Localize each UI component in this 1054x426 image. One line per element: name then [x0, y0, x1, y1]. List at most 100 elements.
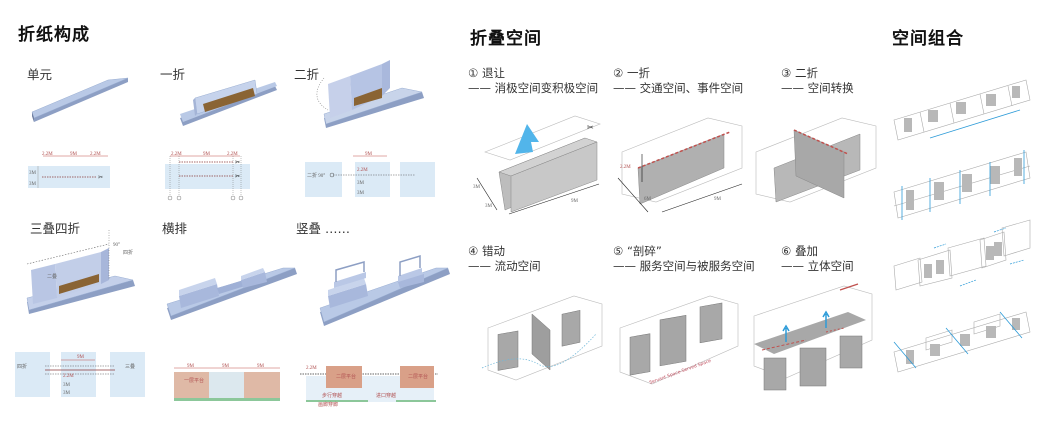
plan-two-fold: 9M 二折 90° 2.2M 3M 3M — [305, 152, 435, 197]
fold-label: 叠加 — [794, 244, 818, 258]
fold-diagram-one-fold: 2.2M 6M 9M — [617, 117, 743, 213]
arrow-up-icon — [782, 324, 790, 342]
note: 一层平台 — [184, 377, 204, 384]
model-three-four-fold: 90° 四折 二叠 — [26, 230, 135, 314]
fold-diagram-stagger — [481, 295, 603, 381]
scissors-icon: ✂ — [98, 174, 103, 181]
model-vertical-stack — [319, 254, 450, 326]
fold-diagram-servant: Servant Space-Served Space — [619, 295, 739, 386]
fold-num: ③ — [781, 66, 792, 80]
plan-unit: 2.2M 9M 2.2M ✂ 3M 3M — [28, 152, 110, 188]
fold-label: “剖碎” — [626, 244, 662, 258]
row-a: 3M — [29, 171, 37, 176]
plan-one-fold: 2.2M 9M 2.2M ✂ ✂ — [165, 152, 250, 201]
fold-diagram-two-fold — [755, 117, 877, 203]
fold-item-5: ⑤ “剖碎”—— 服务空间与被服务空间 — [613, 244, 755, 274]
fold-desc: —— 消极空间变积极空间 — [468, 81, 599, 95]
dim-a: 2.2M — [620, 165, 631, 170]
section-title-combination: 空间组合 — [892, 29, 964, 49]
fold-num: ⑥ — [781, 244, 792, 258]
model-one-fold — [180, 79, 277, 126]
row-c: 3M — [357, 191, 365, 196]
combination-row-3 — [893, 219, 1031, 291]
fold-num: ① — [468, 66, 479, 80]
fold-item-2: ② 一折—— 交通空间、事件空间 — [613, 66, 743, 96]
dim-b: 9M — [203, 152, 211, 157]
row-c: 3M — [63, 391, 71, 396]
path-c: 画廊穿廊 — [318, 401, 338, 408]
caption-one-fold: 一折 — [160, 67, 186, 82]
fold-desc: —— 空间转换 — [781, 81, 854, 95]
fold-desc: —— 交通空间、事件空间 — [613, 81, 744, 95]
plan-three-four-fold: 9M 四折 三叠 2.2M 3M 3M — [15, 352, 145, 397]
dim-c: 9M — [714, 197, 722, 202]
fold-item-3: ③ 二折—— 空间转换 — [781, 66, 854, 96]
dim-b: 6M — [644, 197, 652, 202]
combination-row-2 — [893, 150, 1031, 220]
arrow-icon — [839, 283, 859, 291]
section-title-folding: 折叠空间 — [470, 29, 542, 49]
caption-unit: 单元 — [27, 67, 53, 82]
fold-label: 退让 — [481, 66, 505, 80]
note-four-fold: 四折 — [123, 249, 133, 256]
fold-num: ⑤ — [613, 244, 624, 258]
fold-item-6: ⑥ 叠加—— 立体空间 — [781, 244, 854, 274]
row-a: 2.2M — [306, 366, 317, 371]
fold-diagram-stack — [753, 283, 873, 391]
dim-b: 9M — [222, 364, 230, 369]
dim-c: 9M — [571, 199, 579, 204]
model-two-fold — [316, 60, 424, 128]
dim-b: 3M — [485, 204, 493, 209]
scissors-icon: ✂ — [587, 123, 594, 132]
fold-label: 一折 — [626, 66, 650, 80]
model-unit — [31, 77, 129, 122]
combination-row-1 — [893, 79, 1031, 141]
scissors-icon: ✂ — [235, 159, 240, 166]
caption-horizontal: 横排 — [162, 221, 188, 236]
dim-c: 2.2M — [227, 152, 238, 157]
caption-three-four-fold: 三叠四折 — [30, 221, 81, 236]
block-b: 二层平台 — [408, 373, 428, 380]
arrow-up-icon — [822, 310, 830, 328]
fold-desc: —— 立体空间 — [781, 259, 854, 273]
note-90: 90° — [113, 243, 120, 248]
dim-b: 9M — [70, 152, 78, 157]
fold-diagram-retreat: ✂ 3M 3M 9M — [473, 115, 601, 215]
combination-row-4 — [893, 311, 1031, 373]
model-horizontal — [166, 267, 297, 320]
dim-c: 2.2M — [90, 152, 101, 157]
row-b: 3M — [29, 182, 37, 187]
fold-label: 二折 — [794, 66, 818, 80]
scissors-icon: ✂ — [235, 173, 240, 180]
fold-label: 错动 — [481, 244, 505, 258]
fold-num: ④ — [468, 244, 479, 258]
plan-horizontal: 9M 9M 9M 一层平台 — [174, 364, 280, 401]
dim-a: 3M — [473, 185, 481, 190]
fold-item-1: ① 退让—— 消极空间变积极空间 — [468, 66, 598, 96]
dim-a: 9M — [365, 152, 373, 157]
row-a: 2.2M — [357, 168, 368, 173]
note-three: 三叠 — [125, 364, 135, 370]
note: 二折 90° — [307, 172, 325, 179]
row-b: 3M — [357, 181, 365, 186]
caption-vertical-stack: 竖叠 …… — [296, 221, 350, 236]
note-four: 四折 — [17, 363, 27, 370]
fold-desc: —— 流动空间 — [468, 259, 541, 273]
dim-a: 2.2M — [42, 152, 53, 157]
section-title-paper: 折纸构成 — [18, 25, 90, 45]
dim-c: 9M — [257, 364, 265, 369]
block-a: 二层平台 — [336, 373, 356, 380]
path-a: 步行穿越 — [322, 392, 342, 399]
row-a: 2.2M — [63, 374, 74, 379]
arrow-up-icon — [515, 124, 539, 154]
dim: 9M — [77, 355, 85, 360]
note-two-stack: 二叠 — [47, 274, 57, 280]
fold-desc: —— 服务空间与被服务空间 — [613, 259, 755, 273]
plan-vertical-stack: 2.2M 二层平台 二层平台 步行穿越 进口穿越 画廊穿廊 — [300, 366, 438, 408]
fold-item-4: ④ 错动—— 流动空间 — [468, 244, 541, 274]
dim-a: 9M — [187, 364, 195, 369]
caption-two-fold: 二折 — [294, 67, 320, 82]
row-b: 3M — [63, 383, 71, 388]
fold-num: ② — [613, 66, 624, 80]
path-b: 进口穿越 — [376, 392, 396, 399]
